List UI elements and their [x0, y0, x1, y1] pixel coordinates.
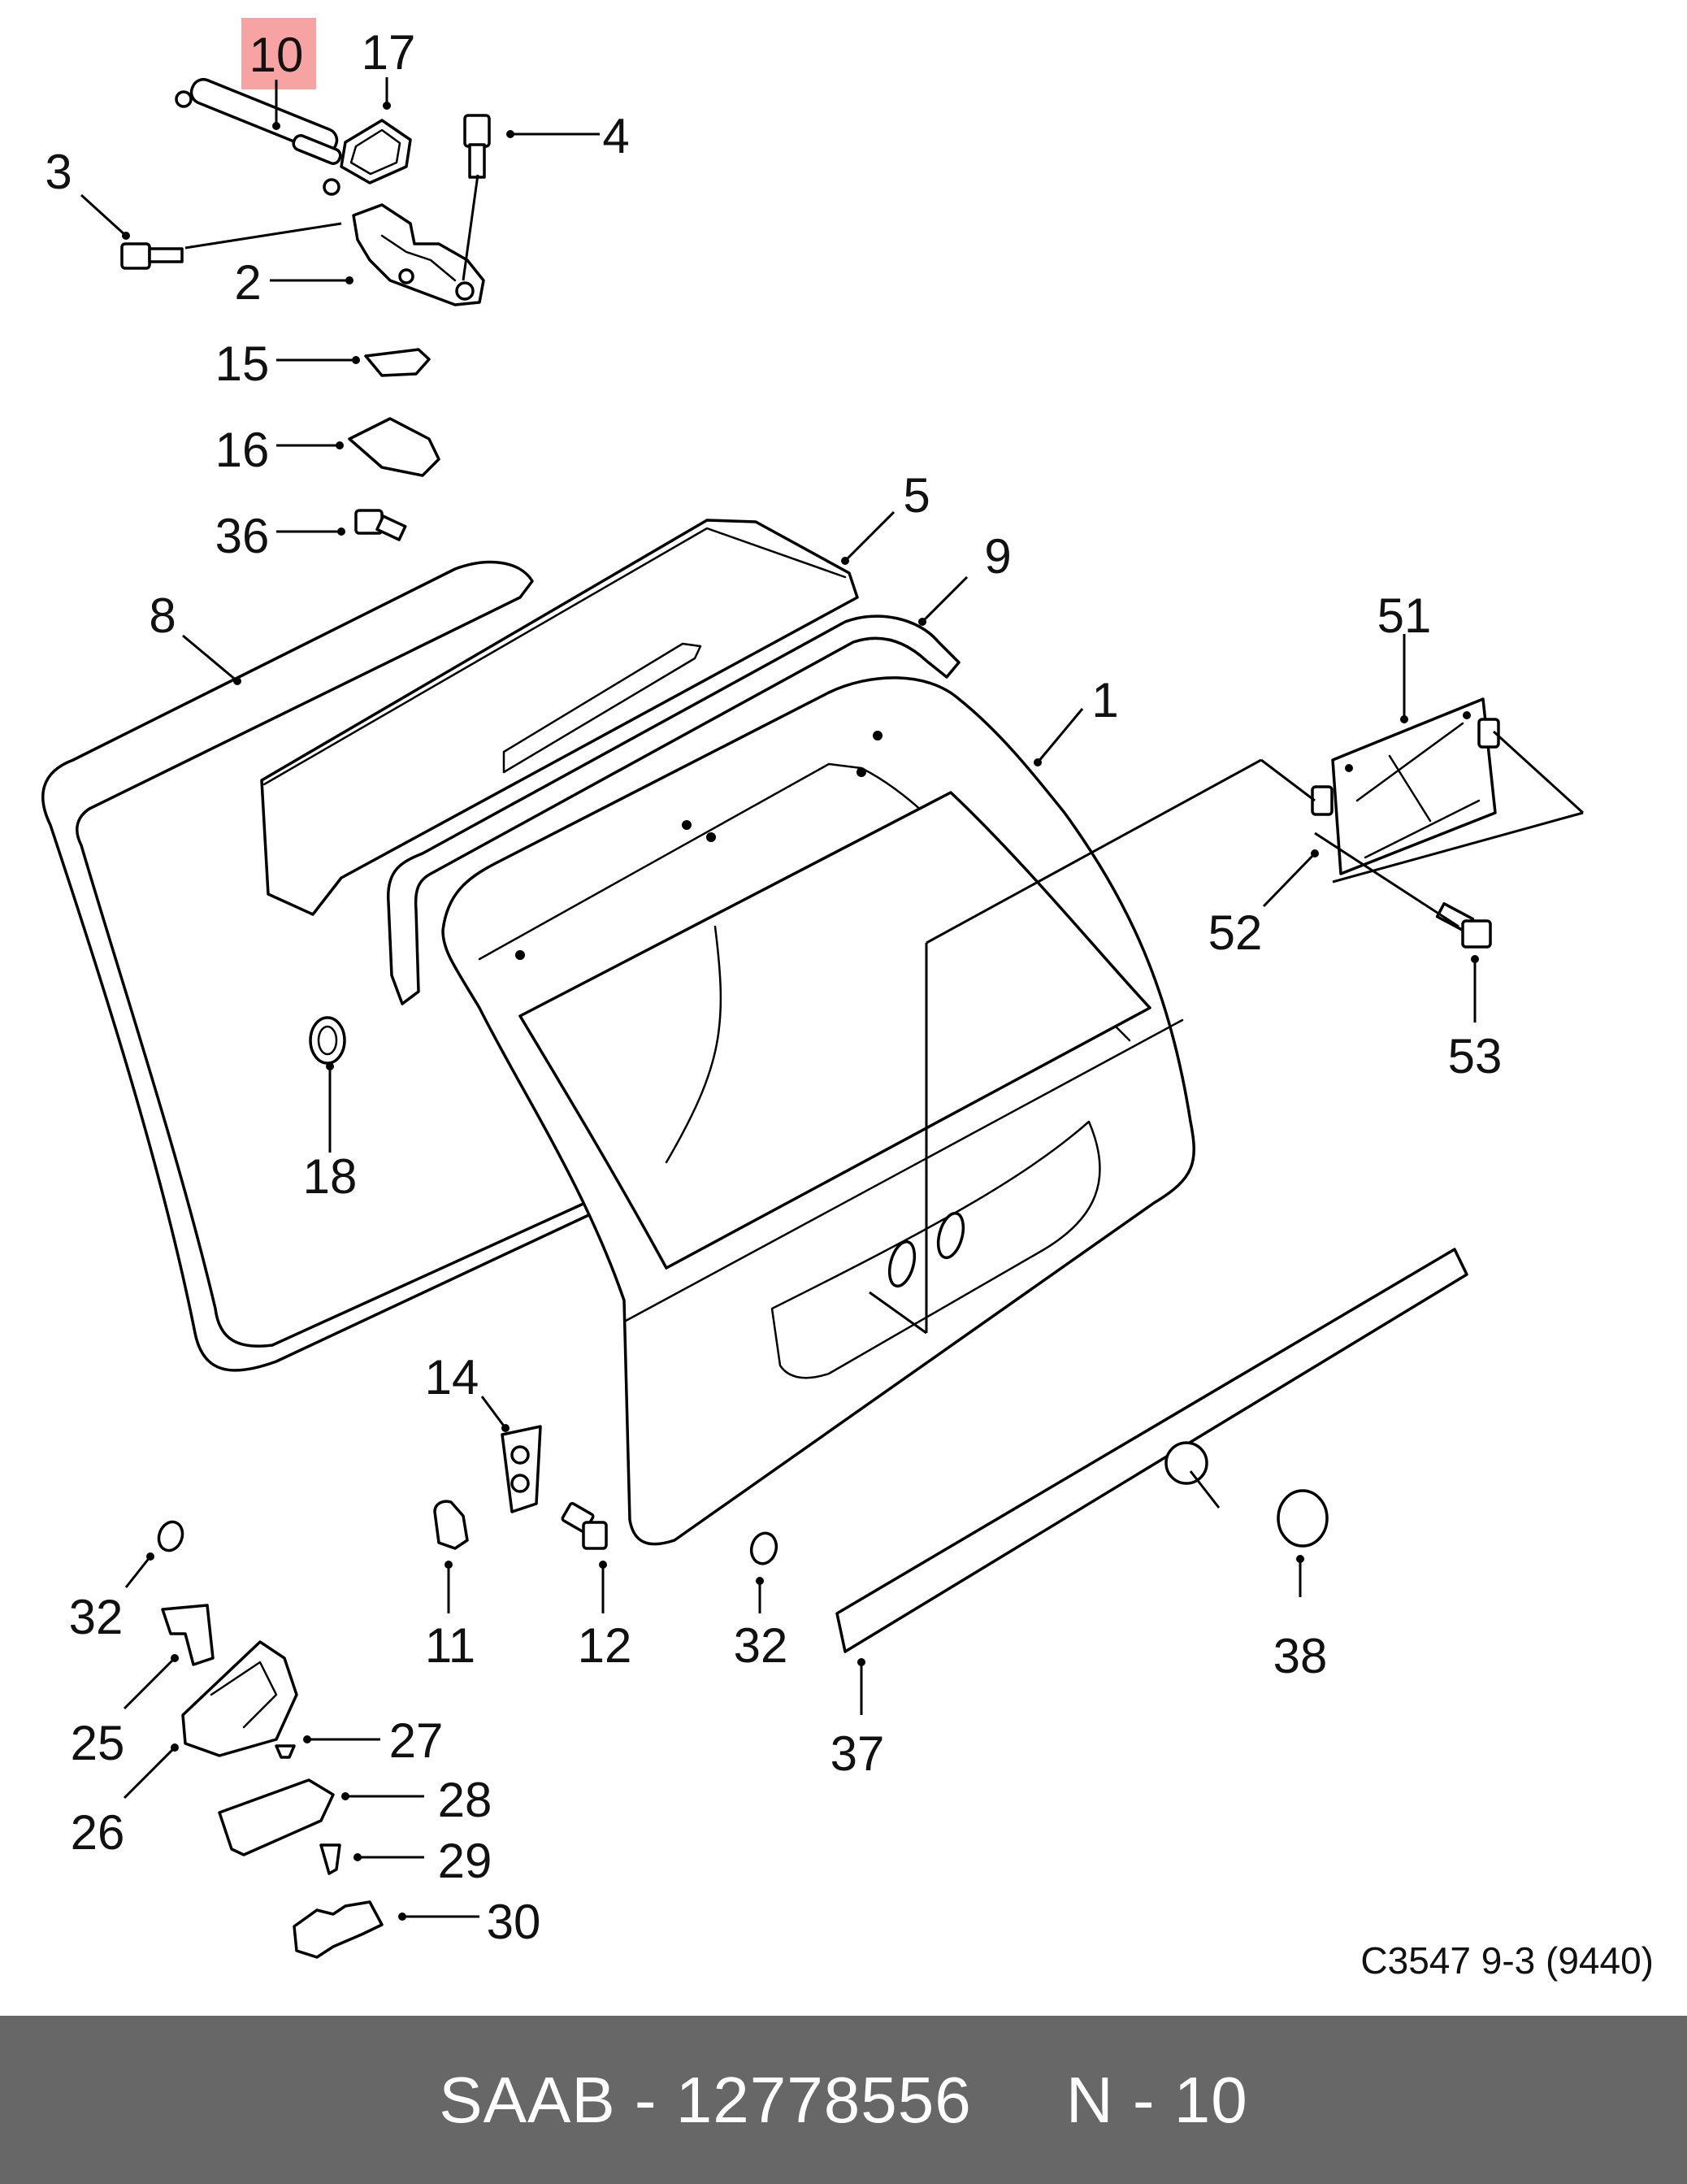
callout-14: 14 — [425, 1350, 479, 1405]
grommet-18 — [309, 1016, 346, 1065]
leader-lines — [80, 77, 1585, 1921]
callout-32-left: 32 — [69, 1590, 124, 1644]
callout-9: 9 — [984, 529, 1011, 584]
striker-30 — [293, 1900, 384, 1959]
callout-26: 26 — [71, 1805, 125, 1860]
callout-28: 28 — [438, 1773, 492, 1827]
footer-bar: SAAB - 12778556 N - 10 — [0, 2016, 1687, 2184]
callout-3: 3 — [45, 145, 72, 199]
callout-17: 17 — [362, 25, 416, 80]
callout-12: 12 — [578, 1618, 632, 1673]
callout-4: 4 — [602, 109, 629, 163]
highlight-box-10 — [241, 18, 316, 89]
callout-1: 1 — [1091, 673, 1118, 727]
grommet-32-left — [157, 1520, 184, 1552]
reference-code: C3547 9-3 (9440) — [1360, 1939, 1654, 1982]
spoiler-5 — [260, 519, 859, 916]
callout-11: 11 — [425, 1618, 475, 1673]
bolt-3 — [120, 242, 184, 270]
callout-15: 15 — [215, 337, 270, 391]
callout-8: 8 — [149, 588, 176, 643]
callout-38: 38 — [1273, 1629, 1328, 1683]
screw-53 — [1435, 902, 1492, 949]
cap-11 — [433, 1500, 469, 1550]
latch-cover-25 — [161, 1604, 215, 1666]
callout-52: 52 — [1208, 905, 1263, 960]
hinge-2 — [352, 203, 485, 306]
callout-2: 2 — [234, 255, 261, 310]
bracket-plate-51 — [1311, 697, 1500, 875]
seal-8 — [41, 560, 599, 1372]
callout-27: 27 — [389, 1713, 444, 1768]
clip-27 — [275, 1744, 296, 1759]
cap-38 — [1277, 1489, 1329, 1548]
clip-15 — [364, 348, 431, 377]
callout-10: 10 — [249, 28, 304, 82]
gas-strut-10 — [175, 77, 342, 196]
bolt-4 — [463, 114, 491, 179]
callout-37: 37 — [830, 1726, 885, 1781]
callout-5: 5 — [903, 468, 930, 523]
cover-16 — [348, 417, 440, 477]
callout-29: 29 — [438, 1834, 492, 1888]
callout-30: 30 — [487, 1895, 541, 1949]
part-number-caption: SAAB - 12778556 N - 10 — [439, 2063, 1248, 2136]
callout-16: 16 — [215, 423, 270, 477]
grommet-32-right — [749, 1531, 778, 1565]
callout-53: 53 — [1448, 1029, 1503, 1083]
bumper-14 — [501, 1425, 542, 1513]
callout-51: 51 — [1377, 588, 1432, 643]
trim-strip-37 — [835, 1248, 1468, 1653]
tailgate-1 — [441, 676, 1195, 1546]
bolt-36 — [354, 509, 407, 541]
callout-36: 36 — [215, 509, 270, 563]
parts-diagram: 10 17 4 3 2 15 16 36 5 9 8 1 51 52 53 18… — [41, 18, 1654, 1982]
latch-26 — [181, 1640, 298, 1757]
callout-32-right: 32 — [734, 1618, 788, 1673]
grommet-17 — [340, 119, 412, 185]
callout-25: 25 — [71, 1716, 125, 1770]
screw-29 — [319, 1843, 341, 1875]
callout-18: 18 — [303, 1149, 358, 1204]
bolt-12 — [561, 1501, 608, 1550]
weatherstrip-9 — [387, 614, 961, 1005]
cover-28 — [218, 1778, 335, 1856]
